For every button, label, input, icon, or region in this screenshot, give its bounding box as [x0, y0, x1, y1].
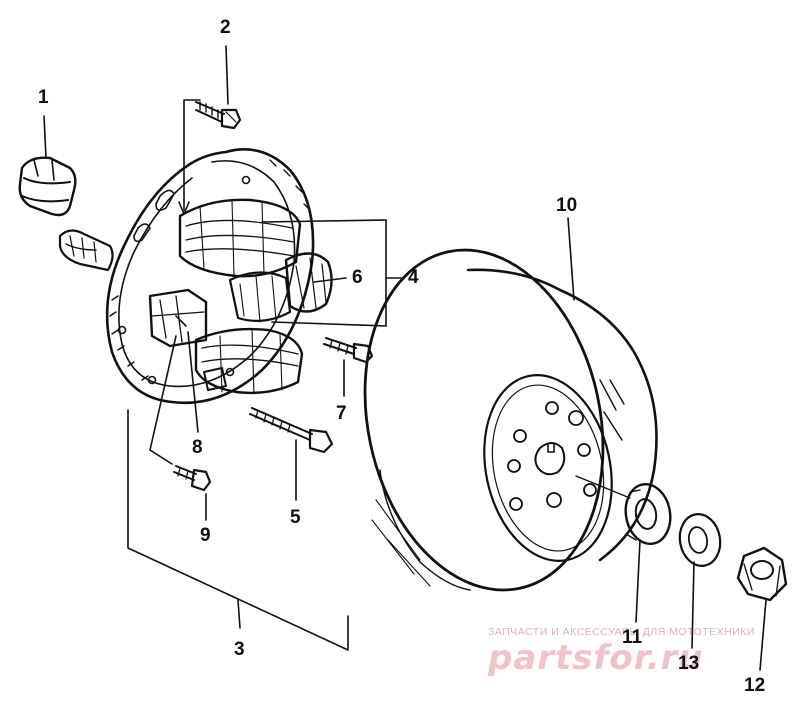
callout-5: 5	[290, 507, 301, 528]
watermark-brand: partsfor.ru	[488, 638, 704, 678]
part-13-washer	[678, 513, 722, 567]
callout-11: 11	[622, 627, 643, 648]
part-7-screw	[323, 337, 374, 364]
part-11-washer	[624, 483, 672, 545]
part-10-rotor	[363, 248, 658, 592]
callout-6: 6	[352, 267, 363, 288]
part-12-nut	[736, 546, 788, 602]
callout-8: 8	[192, 437, 203, 458]
stator-coils	[148, 198, 333, 395]
part-1-cap	[18, 156, 77, 217]
leader-lines	[43, 45, 767, 671]
callout-10: 10	[556, 195, 578, 216]
callout-1: 1	[38, 87, 49, 108]
part-5-screw	[249, 407, 334, 454]
part-9-screw	[173, 465, 212, 492]
watermark-tagline: ЗАПЧАСТИ И АКСЕССУАРЫ ДЛЯ МОТОТЕХНИКИ	[488, 626, 755, 638]
callout-2: 2	[220, 17, 231, 38]
callout-13: 13	[678, 653, 700, 674]
stator-shaft-stub	[58, 229, 114, 272]
callout-3: 3	[234, 639, 245, 660]
callout-12: 12	[744, 675, 766, 696]
stator-back-plate	[105, 148, 315, 405]
callout-9: 9	[200, 525, 211, 546]
callout-7: 7	[336, 403, 347, 424]
part-2-bolt	[195, 101, 242, 130]
callout-4: 4	[408, 267, 419, 288]
